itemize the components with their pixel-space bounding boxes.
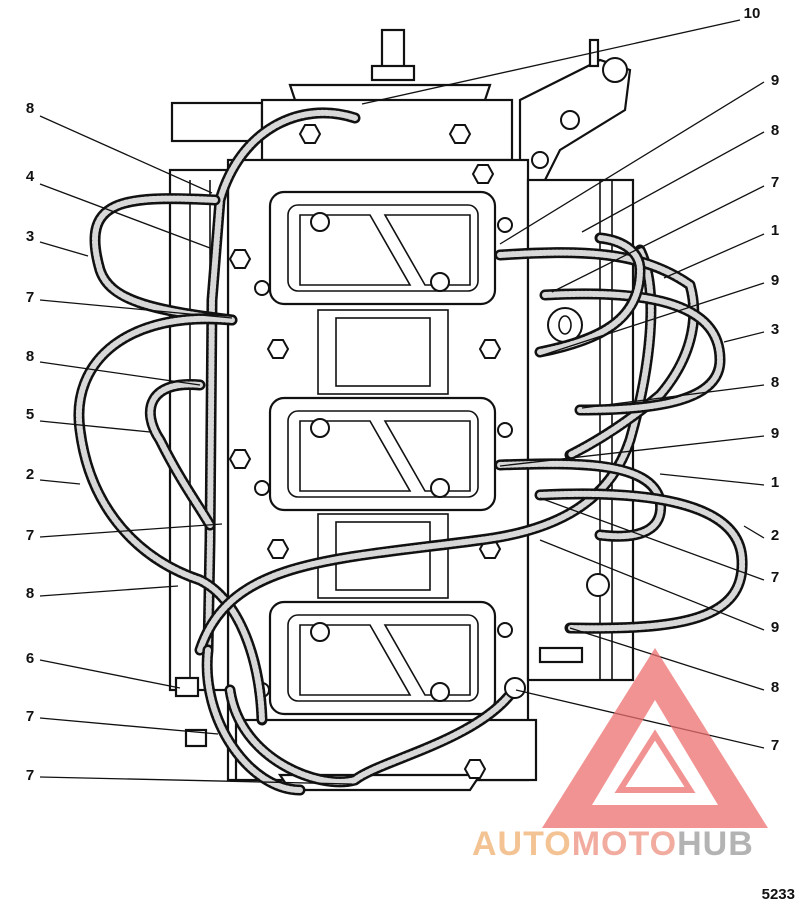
- callout-8: 8: [26, 348, 34, 365]
- callout-4: 4: [26, 168, 35, 185]
- callout-7: 7: [26, 708, 34, 725]
- watermark-part-moto: MOTO: [572, 825, 677, 863]
- callout-9: 9: [771, 619, 779, 636]
- callout-7: 7: [26, 289, 34, 306]
- callout-8: 8: [771, 679, 779, 696]
- leader-lines: [39, 19, 765, 785]
- callout-1: 1: [771, 222, 779, 239]
- callout-9: 9: [771, 272, 779, 289]
- figure-number: 5233: [762, 886, 795, 903]
- callout-2: 2: [26, 466, 34, 483]
- callout-5: 5: [26, 406, 34, 423]
- callout-1: 1: [771, 474, 779, 491]
- callout-7: 7: [771, 569, 779, 586]
- callout-7: 7: [771, 737, 779, 754]
- callout-3: 3: [26, 228, 34, 245]
- callout-3: 3: [771, 321, 779, 338]
- watermark-text: AUTOMOTOHUB: [472, 825, 754, 863]
- watermark-part-auto: AUTO: [472, 825, 572, 863]
- callout-7: 7: [771, 174, 779, 191]
- watermark-triangle-icon: [542, 648, 768, 828]
- watermark-part-hub: HUB: [677, 825, 754, 863]
- callout-8: 8: [771, 122, 779, 139]
- automotohub-watermark: AUTOMOTOHUB: [472, 648, 768, 863]
- callout-8: 8: [771, 374, 779, 391]
- callout-labels: 10 8 4 3 7 8 5 2 7 8 6 7 7 9 8 7 1 9 3 8…: [26, 5, 779, 784]
- callout-9: 9: [771, 425, 779, 442]
- callout-10: 10: [744, 5, 761, 22]
- fuel-and-bleed-hoses: [73, 107, 748, 796]
- engine-block: [168, 28, 635, 792]
- callout-6: 6: [26, 650, 34, 667]
- callout-7: 7: [26, 527, 34, 544]
- callout-8: 8: [26, 100, 34, 117]
- callout-9: 9: [771, 72, 779, 89]
- callout-7: 7: [26, 767, 34, 784]
- callout-8: 8: [26, 585, 34, 602]
- callout-2: 2: [771, 527, 779, 544]
